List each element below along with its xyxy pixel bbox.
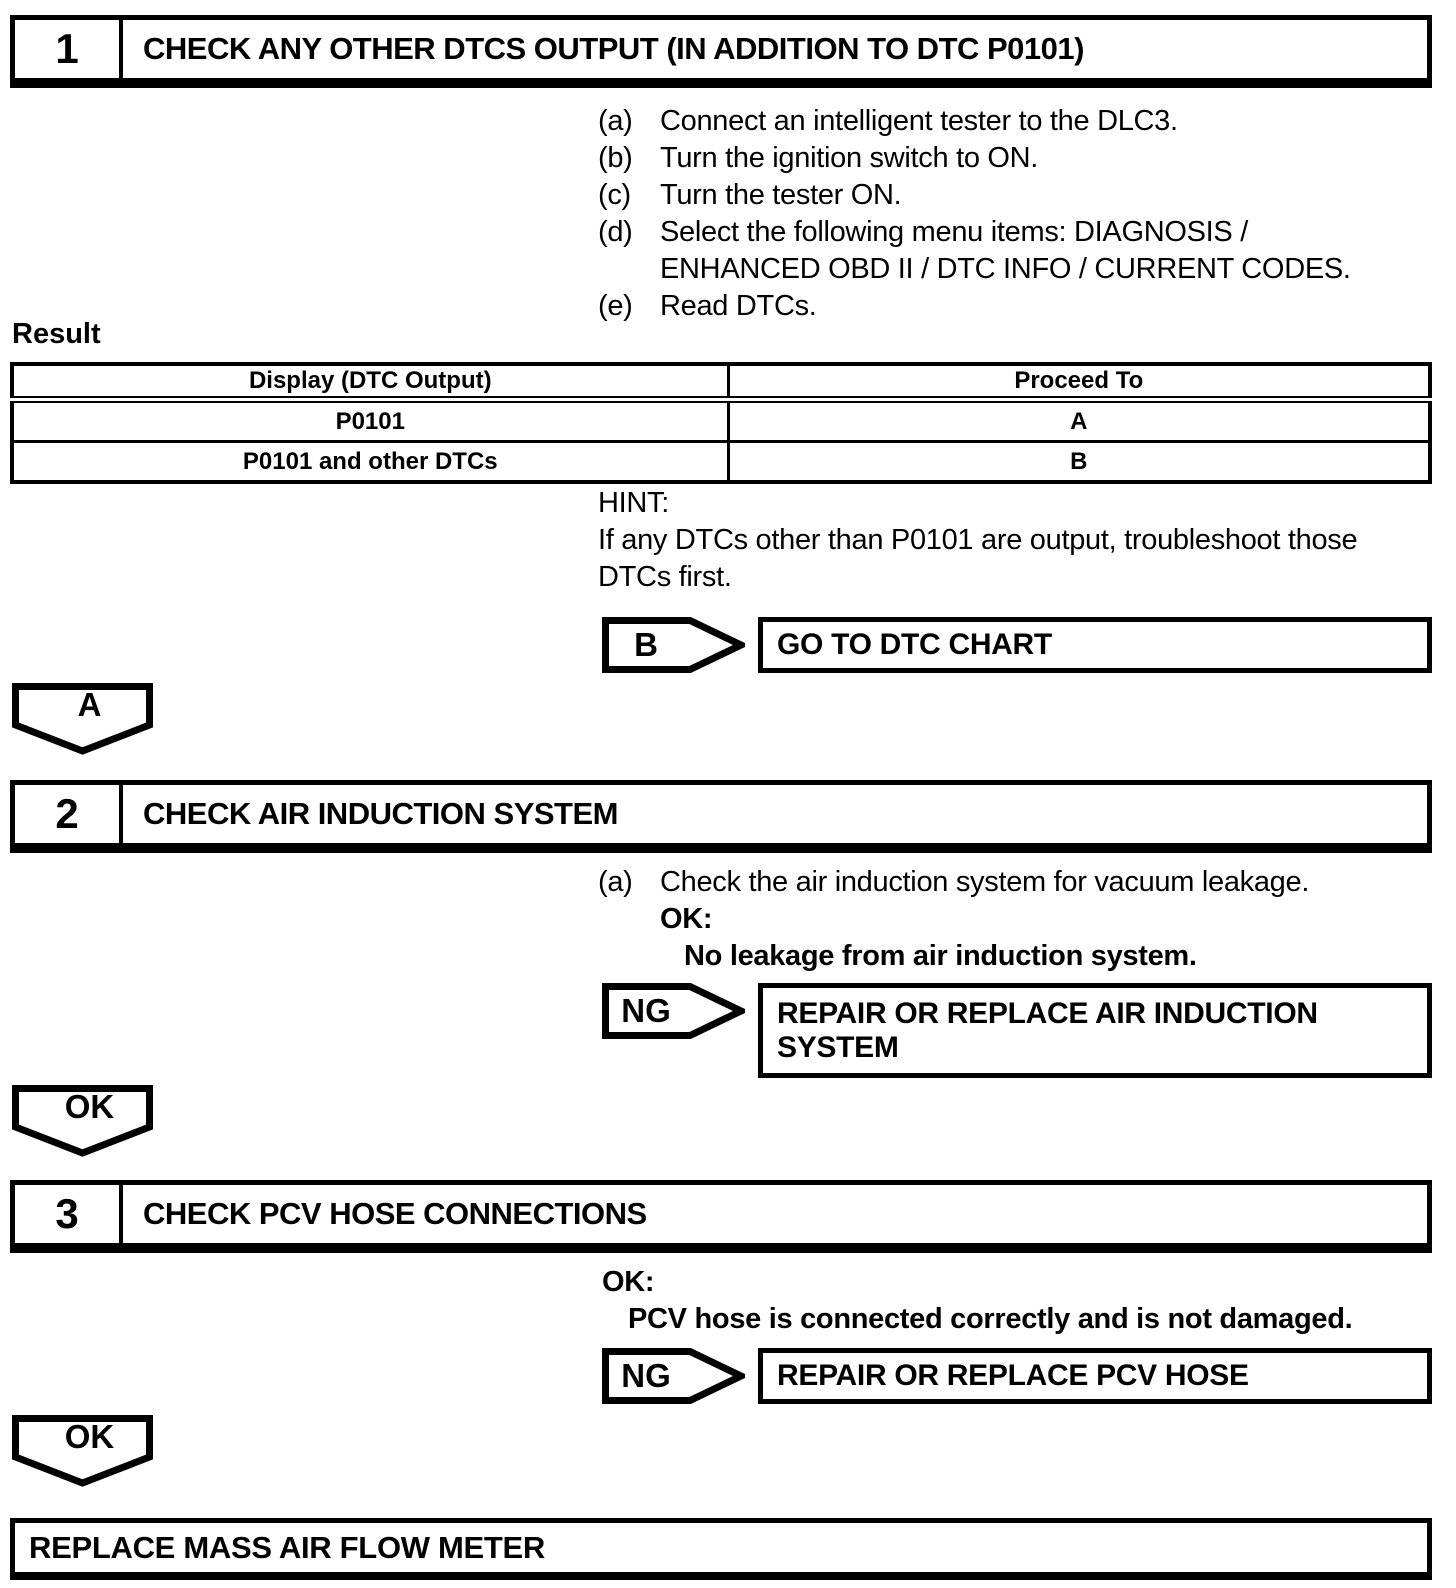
step-3-number: 3 — [15, 1185, 123, 1243]
final-action-box: REPLACE MASS AIR FLOW METER — [10, 1518, 1432, 1580]
substep-label: (c) — [598, 179, 631, 211]
action-box-repair-air-induction: REPAIR OR REPLACE AIR INDUCTION SYSTEM — [758, 983, 1432, 1078]
cell-display: P0101 and other DTCs — [10, 440, 730, 484]
result-heading: Result — [12, 318, 101, 350]
substep-label: (b) — [598, 142, 633, 174]
column-header-proceed: Proceed To — [726, 362, 1432, 403]
branch-tag-letter: B — [634, 626, 658, 663]
substep-text: Select the following menu items: DIAGNOS… — [660, 216, 1351, 285]
ok-label: OK: — [660, 903, 713, 935]
connector-ok-step3: OK — [12, 1415, 153, 1487]
dtc-result-table: Display (DTC Output) Proceed To P0101 A … — [10, 362, 1432, 484]
table-row: P0101 and other DTCs B — [10, 440, 1432, 484]
right-arrow-tag-shape — [602, 983, 745, 1039]
branch-row-b: B GO TO DTC CHART — [602, 617, 1432, 673]
hint-text: If any DTCs other than P0101 are output,… — [598, 524, 1358, 593]
connector-letter: OK — [64, 1088, 115, 1125]
action-box-go-to-dtc-chart: GO TO DTC CHART — [758, 617, 1432, 673]
substep-d: (d) Select the following menu items: DIA… — [598, 214, 1438, 288]
hint-block: HINT: If any DTCs other than P0101 are o… — [598, 485, 1438, 596]
substep-label: (a) — [598, 105, 633, 137]
step-1-number: 1 — [15, 20, 123, 78]
step-2-content: (a) Check the air induction system for v… — [598, 864, 1438, 975]
substep-text: Read DTCs. — [660, 290, 817, 322]
column-header-display: Display (DTC Output) — [10, 362, 730, 403]
cell-display: P0101 — [10, 398, 730, 443]
down-chevron-shape — [12, 1415, 153, 1487]
step-2-title: CHECK AIR INDUCTION SYSTEM — [143, 796, 618, 831]
connector-letter: OK — [64, 1418, 115, 1455]
ok-condition: No leakage from air induction system. — [684, 940, 1197, 972]
substep-c: (c) Turn the tester ON. — [598, 177, 1438, 214]
substep-b: (b) Turn the ignition switch to ON. — [598, 140, 1438, 177]
ok-condition: PCV hose is connected correctly and is n… — [628, 1303, 1353, 1335]
step-3-header: 3 CHECK PCV HOSE CONNECTIONS — [10, 1180, 1432, 1253]
substep-label: (a) — [598, 866, 633, 898]
down-chevron-shape — [12, 683, 153, 755]
down-chevron-shape — [12, 1085, 153, 1157]
hint-label: HINT: — [598, 487, 670, 519]
substep-text: Check the air induction system for vacuu… — [660, 866, 1310, 898]
substep-e: (e) Read DTCs. — [598, 288, 1438, 325]
substep-text: Turn the ignition switch to ON. — [660, 142, 1039, 174]
branch-tag-b: B — [602, 617, 745, 673]
branch-row-ng-step3: NG REPAIR OR REPLACE PCV HOSE — [602, 1348, 1432, 1404]
step-1-title: CHECK ANY OTHER DTCS OUTPUT (IN ADDITION… — [143, 31, 1084, 66]
branch-tag-letter: NG — [621, 992, 671, 1029]
ok-label: OK: — [602, 1266, 655, 1298]
branch-tag-letter: NG — [621, 1357, 671, 1394]
right-arrow-tag-shape — [602, 617, 745, 673]
substep-text: Turn the tester ON. — [660, 179, 902, 211]
action-box-repair-pcv-hose: REPAIR OR REPLACE PCV HOSE — [758, 1348, 1432, 1404]
connector-a: A — [12, 683, 153, 755]
substep-text: Connect an intelligent tester to the DLC… — [660, 105, 1178, 137]
step-2-header: 2 CHECK AIR INDUCTION SYSTEM — [10, 780, 1432, 853]
connector-letter: A — [77, 686, 102, 723]
branch-tag-ng: NG — [602, 983, 745, 1039]
branch-tag-ng: NG — [602, 1348, 745, 1404]
connector-ok-step2: OK — [12, 1085, 153, 1157]
substep-label: (e) — [598, 290, 633, 322]
substep-a: (a) Connect an intelligent tester to the… — [598, 103, 1438, 140]
step-1-header: 1 CHECK ANY OTHER DTCS OUTPUT (IN ADDITI… — [10, 15, 1432, 88]
cell-proceed: B — [726, 440, 1432, 484]
table-header-row: Display (DTC Output) Proceed To — [10, 362, 1432, 403]
cell-proceed: A — [726, 398, 1432, 443]
step-1-substeps: (a) Connect an intelligent tester to the… — [598, 103, 1438, 325]
right-arrow-tag-shape — [602, 1348, 745, 1404]
substep-a: (a) Check the air induction system for v… — [598, 864, 1438, 901]
step-3-content: OK: PCV hose is connected correctly and … — [602, 1264, 1442, 1338]
step-3-title: CHECK PCV HOSE CONNECTIONS — [143, 1196, 647, 1231]
branch-row-ng-step2: NG REPAIR OR REPLACE AIR INDUCTION SYSTE… — [602, 983, 1432, 1078]
substep-label: (d) — [598, 216, 633, 248]
table-row: P0101 A — [10, 398, 1432, 443]
step-2-number: 2 — [15, 785, 123, 843]
